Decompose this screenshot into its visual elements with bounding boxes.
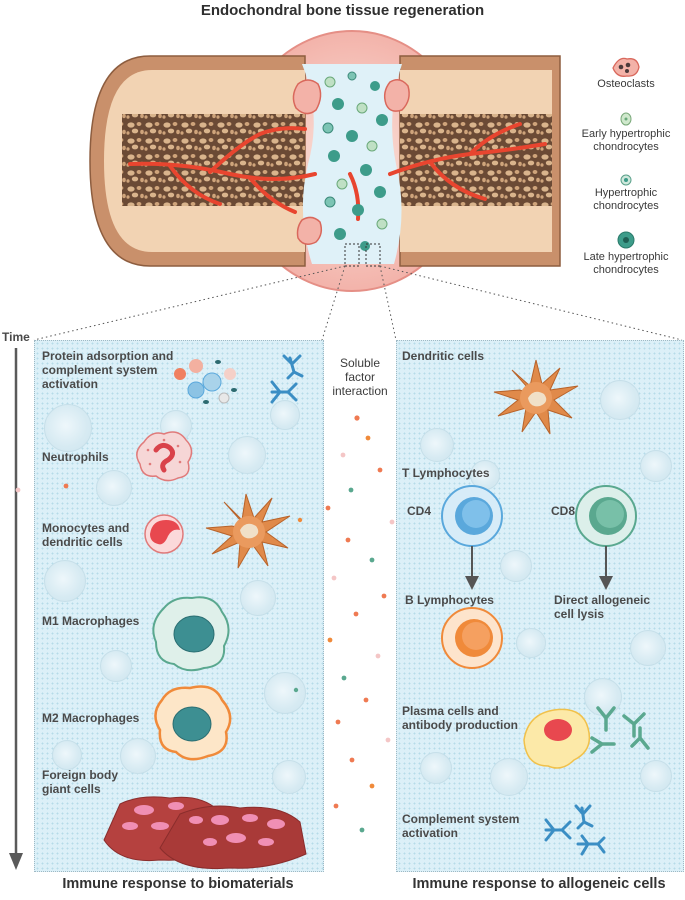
label-dendritic-cells: Dendritic cells xyxy=(402,349,485,363)
dendritic-cell-right xyxy=(493,359,579,435)
legend-osteoclasts: Osteoclasts xyxy=(597,78,655,90)
label-plasma-cells: Plasma cells and antibody production xyxy=(402,704,518,732)
background-cell xyxy=(420,752,452,784)
complement-proteins-right xyxy=(544,804,606,856)
dendritic-cell-left xyxy=(205,493,291,569)
background-cell xyxy=(420,428,454,462)
background-cell xyxy=(240,580,276,616)
background-cell xyxy=(270,400,300,430)
background-cell xyxy=(264,672,306,714)
background-cell xyxy=(630,630,666,666)
label-foreign-body-giant-cells: Foreign body giant cells xyxy=(42,768,118,796)
background-cell xyxy=(96,470,132,506)
background-cell xyxy=(120,738,156,774)
background-cell xyxy=(52,740,82,770)
label-b-lymphocytes: B Lymphocytes xyxy=(405,593,494,607)
label-cd8: CD8 xyxy=(551,504,576,518)
plasma-cell xyxy=(523,708,591,769)
bone-illustration xyxy=(89,30,561,292)
background-cell xyxy=(100,650,132,682)
figure-title: Endochondral bone tissue regeneration xyxy=(200,2,485,19)
protein-complement-illustration xyxy=(174,354,304,404)
background-cell xyxy=(640,450,672,482)
b-lymphocyte-cell xyxy=(441,607,503,669)
antibodies-illustration xyxy=(590,706,650,754)
legend-late-chondrocytes: Late hypertrophic chondrocytes xyxy=(583,251,669,276)
label-complement-activation: Complement system activation xyxy=(402,812,520,840)
m1-macrophage-cell xyxy=(152,596,230,672)
hypertrophic-chondrocyte-legend-icon xyxy=(620,174,632,186)
label-m2-macrophages: M2 Macrophages xyxy=(42,711,140,725)
label-cd4: CD4 xyxy=(407,504,432,518)
label-t-lymphocytes: T Lymphocytes xyxy=(402,466,490,480)
cd4-t-cell xyxy=(441,485,503,547)
label-neutrophils: Neutrophils xyxy=(42,450,109,464)
label-direct-cell-lysis: Direct allogeneic cell lysis xyxy=(554,593,651,621)
background-cell xyxy=(584,678,622,716)
background-cell xyxy=(640,760,672,792)
background-cell xyxy=(516,628,546,658)
legend-early-chondrocytes: Early hypertrophic chondrocytes xyxy=(581,128,671,153)
m2-macrophage-cell xyxy=(154,685,232,761)
soluble-factor-label: Soluble factor interaction xyxy=(332,356,388,398)
background-cell xyxy=(490,758,528,796)
late-chondrocyte-legend-icon xyxy=(617,231,635,249)
time-arrow xyxy=(9,348,23,870)
background-cell xyxy=(600,380,640,420)
label-monocytes: Monocytes and dendritic cells xyxy=(42,521,130,549)
legend-hypertrophic-chondrocytes: Hypertrophic chondrocytes xyxy=(593,187,659,212)
cd8-arrow xyxy=(599,546,613,590)
time-label: Time xyxy=(2,330,30,344)
osteoclast-legend-icon xyxy=(612,57,640,77)
label-m1-macrophages: M1 Macrophages xyxy=(42,614,140,628)
background-cell xyxy=(228,436,266,474)
cd4-arrow xyxy=(465,546,479,590)
early-chondrocyte-legend-icon xyxy=(620,112,632,126)
cd8-t-cell xyxy=(575,485,637,547)
background-cell xyxy=(500,550,532,582)
neutrophil-cell xyxy=(136,431,193,482)
monocyte-cell xyxy=(144,514,184,554)
background-cell xyxy=(44,404,92,452)
label-protein-adsorption: Protein adsorption and complement system… xyxy=(42,349,174,391)
foreign-body-giant-cells xyxy=(103,796,307,870)
background-cell xyxy=(272,760,306,794)
biomaterials-panel-title: Immune response to biomaterials xyxy=(62,876,294,892)
background-cell xyxy=(44,560,86,602)
allogeneic-panel-title: Immune response to allogeneic cells xyxy=(412,876,666,892)
